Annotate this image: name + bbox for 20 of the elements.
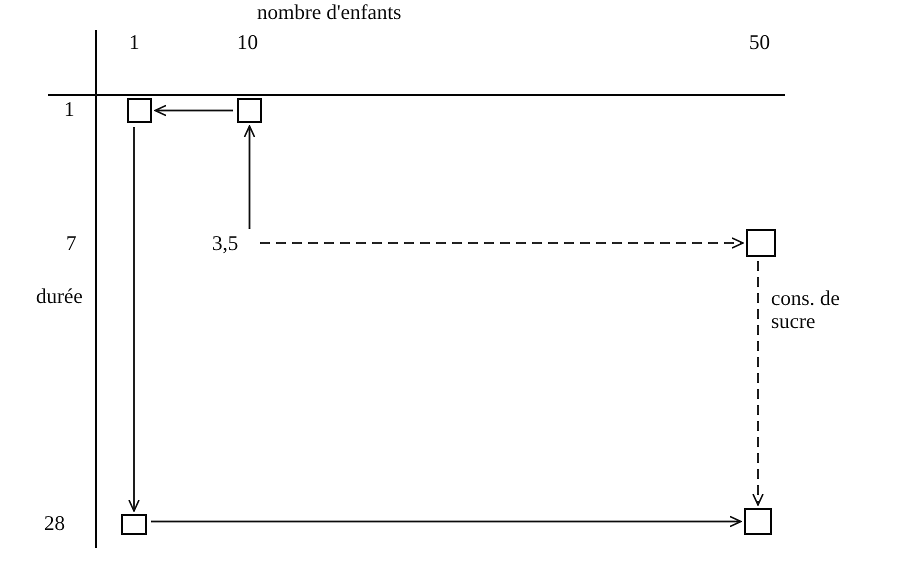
empty-square <box>127 98 152 123</box>
axis-tick-label: 1 <box>64 99 74 120</box>
arrow <box>154 104 233 116</box>
empty-square <box>744 508 772 535</box>
axis-tick-label: 28 <box>44 513 65 534</box>
axis-tick-label: 10 <box>237 32 258 53</box>
arrow <box>128 127 140 512</box>
arrow <box>260 237 744 249</box>
empty-square <box>237 98 262 123</box>
node-label: 3,5 <box>212 233 238 254</box>
arrow <box>244 125 256 229</box>
arrow <box>151 516 742 528</box>
empty-square <box>746 229 776 257</box>
arrow <box>752 261 764 506</box>
axis-title: nombre d'enfants <box>257 2 402 23</box>
axis-tick-label: 1 <box>129 32 140 53</box>
empty-square <box>121 514 147 535</box>
axis-tick-label: 7 <box>66 233 76 254</box>
axis-tick-label: 50 <box>749 32 770 53</box>
axis-title: durée <box>36 286 83 307</box>
